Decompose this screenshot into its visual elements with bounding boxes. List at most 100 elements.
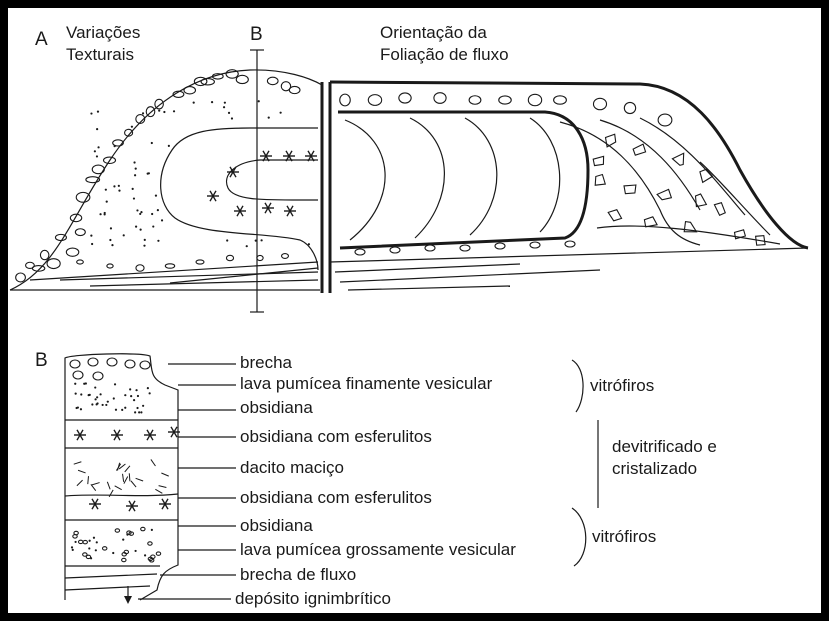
vesicle-dot (72, 549, 74, 551)
crystal-dash (92, 483, 100, 485)
vesicle-dot (74, 541, 76, 543)
breccia-clast (40, 250, 48, 259)
breccia-clast (606, 134, 616, 147)
dacite-crystal-texture (74, 459, 169, 496)
vesicle-dot (118, 185, 120, 187)
vesicle-dot (94, 150, 96, 152)
breccia-clast (565, 241, 575, 247)
vesicle-dot (115, 409, 117, 411)
vesicle-dot (142, 112, 144, 114)
spherulite-icon (111, 430, 123, 440)
vesicle-dot (134, 174, 136, 176)
breccia-clast (184, 87, 196, 94)
breccia-clast (633, 144, 646, 155)
breccia-clast (495, 243, 505, 249)
texture-title-line2: Texturais (66, 45, 134, 64)
spherulite-icon (74, 430, 86, 440)
vesicle-dot (124, 394, 126, 396)
vesicle-dot (106, 201, 108, 203)
breccia-clast (624, 185, 636, 194)
breccia-clast (75, 229, 85, 236)
vesicle-dot (224, 102, 226, 104)
vesicle-dot (133, 161, 135, 163)
vesicle-dot (140, 211, 142, 213)
layer-label: obsidiana (240, 398, 313, 417)
vesicle-dot (134, 411, 136, 413)
vesicle-dot (147, 173, 149, 175)
layer-label: depósito ignimbrítico (235, 589, 391, 608)
breccia-clast (122, 558, 126, 561)
breccia-clast (469, 96, 481, 104)
layer-label: obsidiana (240, 516, 313, 535)
spherulite-icon (126, 501, 138, 511)
vesicle-dot (280, 112, 282, 114)
vesicle-dot (140, 228, 142, 230)
foliation-clasts (340, 93, 765, 255)
breccia-clast (47, 259, 60, 269)
bracket-vitrofiros-top (572, 360, 583, 412)
breccia-clast (140, 361, 150, 369)
vesicle-dot (308, 243, 310, 245)
vesicle-dot (131, 126, 133, 128)
vesicle-dot (102, 404, 104, 406)
layer-label: obsidiana com esferulitos (240, 427, 432, 446)
spherulite-icon (89, 499, 101, 509)
layer-labels: brecha lava pumícea finamente vesicular … (235, 353, 516, 608)
breccia-clast (657, 189, 671, 199)
vesicle-dot (110, 227, 112, 229)
vesicle-dot (76, 407, 78, 409)
vesicle-dot (157, 240, 159, 242)
breccia-clast (714, 203, 725, 216)
vesicle-dot (74, 383, 76, 385)
breccia-clast (88, 358, 98, 366)
vesicle-dot (123, 234, 125, 236)
breccia-clast (141, 527, 145, 530)
texture-title-line1: Variações (66, 23, 140, 42)
vesicle-dot (96, 396, 98, 398)
vesicle-dot (140, 411, 142, 413)
vesicle-dot (80, 393, 82, 395)
breccia-clast (226, 255, 233, 260)
group-label-vitrofiros-bottom: vitrófiros (592, 527, 656, 546)
vesicle-dot (122, 539, 124, 541)
breccia-clast (355, 249, 365, 255)
vesicle-dot (231, 117, 233, 119)
vesicle-dot (94, 386, 96, 388)
breccia-clast (624, 102, 635, 113)
crystal-dash (88, 476, 89, 484)
breccia-clast (368, 95, 381, 106)
breccia-clast (107, 358, 117, 366)
vesicle-dot (93, 537, 95, 539)
breccia-clast (136, 265, 144, 271)
breccia-clast (165, 264, 174, 268)
spherulite-icon (262, 203, 274, 213)
vesicle-dot (228, 112, 230, 114)
section-b-marker: B (250, 24, 263, 45)
breccia-clast (672, 153, 683, 165)
crystal-dash (159, 486, 167, 488)
vesicle-dot (118, 190, 120, 192)
vesicle-dot (133, 399, 135, 401)
breccia-clast (528, 94, 541, 105)
vesicle-dot (135, 226, 137, 228)
breccia-clast (658, 114, 672, 126)
spherulite-icon (284, 206, 296, 216)
foliation-section (330, 82, 808, 293)
breccia-clast (593, 98, 606, 109)
vesicle-dot (112, 552, 114, 554)
crystal-dash (91, 484, 96, 490)
breccia-clast (201, 79, 214, 85)
vesicle-dot (99, 213, 101, 215)
vesicle-dot (99, 393, 101, 395)
vesicle-dot (211, 101, 213, 103)
layer-label: lava pumícea finamente vesicular (240, 374, 493, 393)
panel-a-letter: A (35, 29, 48, 50)
crystal-dash (107, 482, 110, 489)
vesicle-dot (147, 387, 149, 389)
vesicle-dot (114, 383, 116, 385)
breccia-clast (76, 192, 90, 202)
breccia-clast (340, 94, 351, 106)
vesicle-dot (96, 402, 98, 404)
crystal-dash (74, 462, 82, 464)
vesicle-dot (158, 110, 160, 112)
